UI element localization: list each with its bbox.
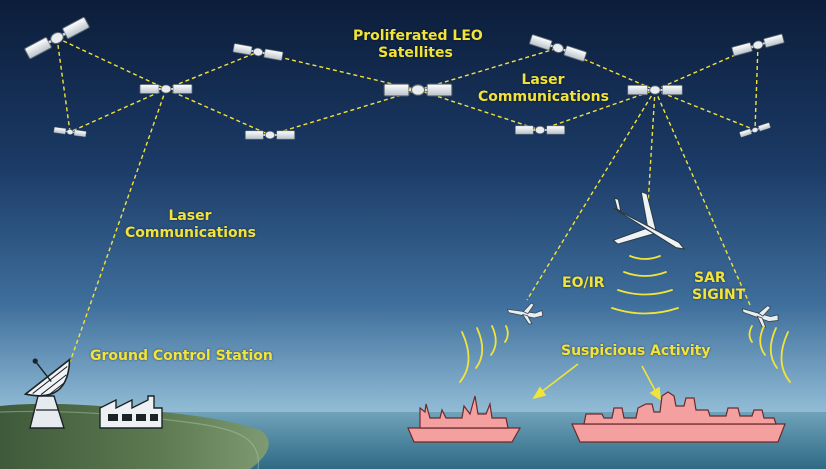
suspicious-activity-label: Suspicious Activity	[561, 343, 711, 359]
emission-arc	[748, 325, 753, 343]
emission-arc	[617, 289, 673, 296]
link	[269, 89, 419, 136]
label-line: Communications	[478, 89, 609, 105]
laser-comms-label-left: Laser Communications	[125, 208, 256, 242]
sar-sigint-label: SAR SIGINT	[692, 270, 745, 304]
link	[69, 88, 167, 133]
link	[56, 37, 71, 133]
link-to-drone-left	[526, 89, 656, 301]
emission-arc	[611, 307, 679, 315]
satellite-dish-icon	[23, 357, 71, 429]
aircraft-icon	[612, 190, 686, 250]
laser-comms-label-right: Laser Communications	[478, 72, 609, 106]
link	[539, 89, 656, 131]
emission-arc	[504, 325, 509, 343]
satellite-icon	[626, 84, 684, 96]
emission-arc	[759, 325, 766, 356]
label-line: SAR	[694, 270, 726, 286]
ship-icon	[407, 395, 522, 443]
link-to-ground-station	[69, 88, 167, 363]
ground-station-building-icon	[99, 395, 163, 429]
ground-control-station-label: Ground Control Station	[90, 348, 273, 364]
satellite-icon	[514, 124, 566, 136]
emission-arc	[780, 331, 791, 383]
label-line: SIGINT	[692, 287, 746, 303]
emission-arc	[629, 255, 661, 260]
ship-icon	[571, 391, 786, 443]
satellite-icon	[139, 83, 193, 95]
satellite-icon	[382, 82, 454, 98]
laser-links	[56, 37, 759, 363]
link	[165, 51, 259, 90]
satellite-icon	[244, 129, 296, 141]
suspicious-activity-arrows	[532, 363, 661, 401]
emission-arc	[623, 271, 667, 277]
label-line: Communications	[125, 225, 256, 241]
emission-arc	[769, 327, 778, 369]
eoir-label: EO/IR	[562, 275, 605, 291]
coastline-land	[0, 403, 269, 469]
emission-arc	[475, 327, 484, 369]
link	[417, 89, 541, 131]
link-to-aircraft	[647, 89, 656, 206]
link	[165, 88, 271, 136]
label-line: Proliferated LEO	[353, 28, 483, 44]
leo-satellites-label: Proliferated LEO Satellites	[353, 28, 483, 62]
emission-arc	[490, 325, 497, 356]
sensor-emissions	[459, 255, 791, 383]
label-line: Laser	[168, 208, 212, 224]
link	[56, 37, 167, 90]
label-line: Laser	[521, 72, 565, 88]
link	[654, 89, 756, 131]
link	[417, 47, 559, 91]
emission-arc	[459, 331, 470, 383]
label-line: Satellites	[378, 45, 453, 61]
link	[754, 44, 759, 131]
